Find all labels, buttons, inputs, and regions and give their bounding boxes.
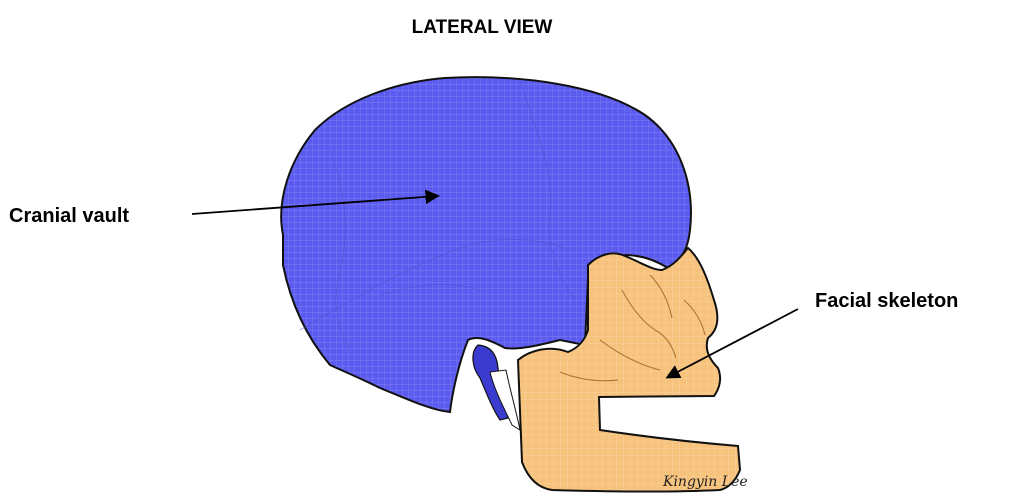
occipital-base — [473, 345, 520, 430]
cranial-vault-label: Cranial vault — [9, 205, 129, 227]
diagram-title: LATERAL VIEW — [412, 17, 553, 38]
artist-signature: Kingyin Lee — [662, 474, 748, 490]
facial-skeleton-label: Facial skeleton — [815, 290, 958, 312]
